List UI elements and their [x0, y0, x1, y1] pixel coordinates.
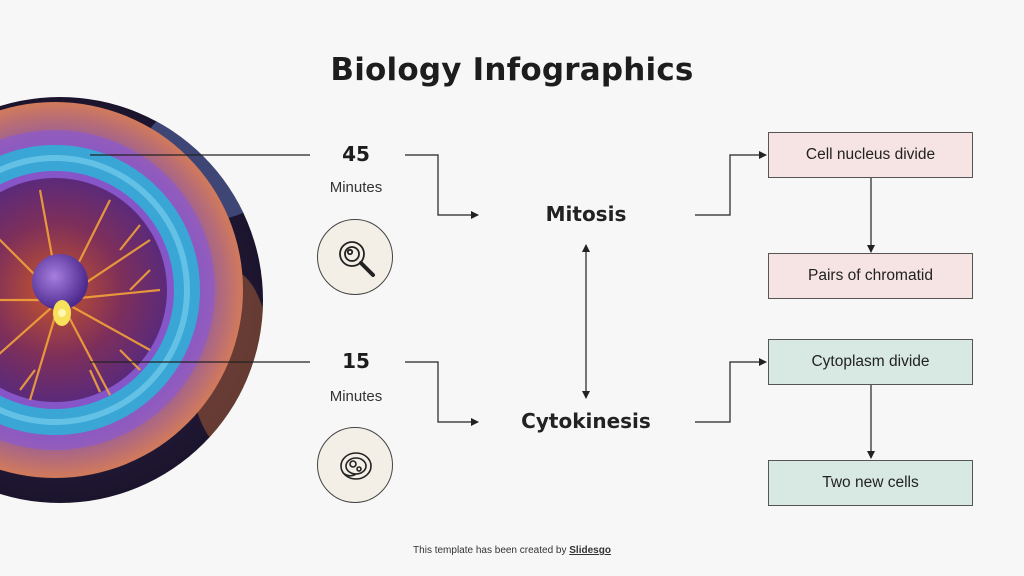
- cell-illustration: [0, 97, 263, 503]
- phase-mitosis: Mitosis: [545, 202, 627, 226]
- cytokinesis-duration-value: 15: [342, 349, 370, 373]
- mitosis-duration-value: 45: [342, 142, 370, 166]
- step-box-pairs-of-chromatid: Pairs of chromatid: [768, 253, 973, 299]
- credit-prefix: This template has been created by: [413, 545, 567, 556]
- phase-cytokinesis: Cytokinesis: [521, 409, 651, 433]
- page-title: Biology Infographics: [330, 52, 694, 88]
- mitosis-duration-unit: Minutes: [329, 179, 383, 196]
- cell-division-icon: [317, 427, 393, 503]
- step-box-cell-nucleus-divide: Cell nucleus divide: [768, 132, 973, 178]
- cytokinesis-duration-unit: Minutes: [329, 388, 383, 405]
- credit-line: This template has been created by Slides…: [0, 545, 1024, 556]
- credit-brand-link[interactable]: Slidesgo: [569, 545, 611, 556]
- step-box-two-new-cells: Two new cells: [768, 460, 973, 506]
- step-box-cytoplasm-divide: Cytoplasm divide: [768, 339, 973, 385]
- magnifier-cell-icon: [317, 219, 393, 295]
